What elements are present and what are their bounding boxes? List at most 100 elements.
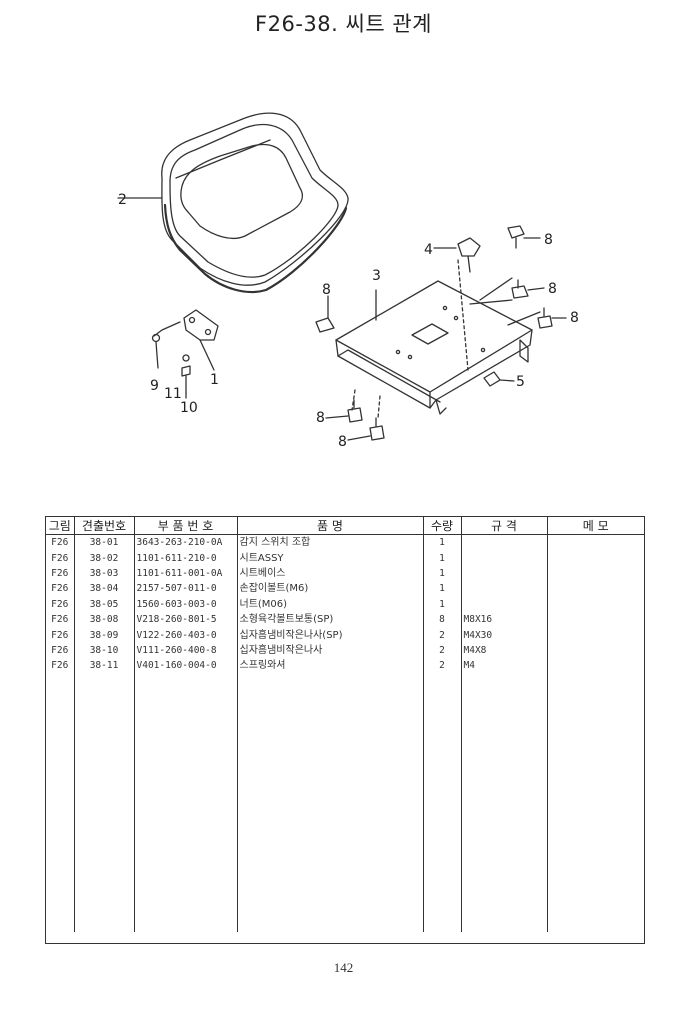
cell-ref-no: 38-05 bbox=[74, 596, 135, 612]
callout-labels: 2 3 4 5 8 8 8 8 8 8 1 9 11 10 bbox=[118, 192, 579, 450]
cell-figure: F26 bbox=[46, 550, 75, 566]
cell-quantity: 1 bbox=[423, 565, 462, 582]
cell-spec bbox=[461, 565, 548, 582]
cell-ref-no: 38-09 bbox=[74, 627, 135, 643]
header-part-name: 품 명 bbox=[237, 517, 424, 535]
cell-part-no: V401-160-004-0 bbox=[134, 658, 238, 674]
table-row: F26 38-05 1560-603-003-0 너트(M06) 1 bbox=[46, 596, 644, 612]
table-row: F26 38-11 V401-160-004-0 스프링와셔 2 M4 bbox=[46, 658, 644, 674]
callout-2: 2 bbox=[118, 192, 127, 208]
table-row: F26 38-01 3643-263-210-0A 감지 스위치 조합 1 bbox=[46, 534, 644, 551]
callout-8d: 8 bbox=[322, 282, 331, 298]
cell-part-no: V218-260-801-5 bbox=[134, 611, 238, 628]
cell-quantity: 1 bbox=[423, 596, 462, 612]
cell-spec: M8X16 bbox=[461, 611, 548, 628]
nut-drawing bbox=[483, 371, 515, 387]
callout-8f: 8 bbox=[338, 434, 347, 450]
cell-figure: F26 bbox=[46, 611, 75, 628]
cell-part-name: 십자흠냄비작은나사 bbox=[237, 642, 424, 659]
table-row: F26 38-03 1101-611-001-0A 시트베이스 1 bbox=[46, 565, 644, 582]
cell-figure: F26 bbox=[46, 565, 75, 582]
cell-figure: F26 bbox=[46, 658, 75, 674]
page-title: F26-38. 씨트 관계 bbox=[255, 12, 432, 36]
callout-8e: 8 bbox=[316, 410, 325, 426]
cell-spec: M4 bbox=[461, 658, 548, 674]
knob-bolt-drawing bbox=[433, 237, 481, 273]
cell-part-name: 시트ASSY bbox=[237, 550, 424, 566]
table-row: F26 38-10 V111-260-400-8 십자흠냄비작은나사 2 M4X… bbox=[46, 642, 644, 659]
header-memo: 메 모 bbox=[547, 517, 644, 535]
cell-part-name: 시트베이스 bbox=[237, 565, 424, 582]
cell-memo bbox=[547, 643, 644, 658]
cell-memo bbox=[547, 566, 644, 581]
cell-memo bbox=[547, 597, 644, 612]
cell-part-no: 1101-611-210-0 bbox=[134, 550, 238, 566]
cell-quantity: 2 bbox=[423, 658, 462, 674]
header-ref-no: 견출번호 bbox=[74, 517, 135, 535]
cell-quantity: 8 bbox=[423, 611, 462, 628]
cell-quantity: 1 bbox=[423, 534, 462, 551]
header-quantity: 수량 bbox=[423, 517, 462, 535]
table-row: F26 38-02 1101-611-210-0 시트ASSY 1 bbox=[46, 550, 644, 566]
cell-ref-no: 38-02 bbox=[74, 550, 135, 566]
exploded-parts-diagram: 2 3 4 5 8 8 8 8 8 8 1 9 11 10 bbox=[117, 112, 579, 450]
cell-quantity: 2 bbox=[423, 627, 462, 643]
cell-quantity: 1 bbox=[423, 581, 462, 597]
table-row: F26 38-04 2157-507-011-0 손잡이볼트(M6) 1 bbox=[46, 581, 644, 597]
table-body: F26 38-01 3643-263-210-0A 감지 스위치 조합 1 F2… bbox=[46, 534, 644, 932]
cell-figure: F26 bbox=[46, 642, 75, 659]
cell-part-name: 스프링와셔 bbox=[237, 658, 424, 674]
header-figure: 그림 bbox=[46, 517, 75, 535]
cell-spec bbox=[461, 550, 548, 566]
callout-8c: 8 bbox=[570, 310, 579, 326]
cell-ref-no: 38-03 bbox=[74, 565, 135, 582]
cell-ref-no: 38-01 bbox=[74, 534, 135, 551]
cell-part-no: V122-260-403-0 bbox=[134, 627, 238, 643]
callout-8a: 8 bbox=[544, 232, 553, 248]
parts-list-table: 그림 견출번호 부 품 번 호 품 명 수량 규 격 메 모 F26 38-01… bbox=[45, 516, 645, 944]
cell-spec bbox=[461, 534, 548, 551]
cell-figure: F26 bbox=[46, 534, 75, 551]
cell-memo bbox=[547, 627, 644, 642]
cell-part-no: 3643-263-210-0A bbox=[134, 534, 238, 551]
header-spec: 규 격 bbox=[461, 517, 548, 535]
cell-ref-no: 38-04 bbox=[74, 581, 135, 597]
cell-spec: M4X30 bbox=[461, 627, 548, 643]
cell-ref-no: 38-11 bbox=[74, 658, 135, 674]
cell-quantity: 2 bbox=[423, 642, 462, 659]
cell-memo bbox=[547, 550, 644, 565]
callout-1: 1 bbox=[210, 372, 219, 388]
cell-spec: M4X8 bbox=[461, 642, 548, 659]
cell-figure: F26 bbox=[46, 581, 75, 597]
seat-base-drawing bbox=[335, 259, 541, 419]
cell-part-name: 소형육각볼트보통(SP) bbox=[237, 611, 424, 628]
callout-11: 11 bbox=[164, 386, 182, 402]
callout-3: 3 bbox=[372, 268, 381, 284]
cell-part-name: 십자흠냄비작은나사(SP) bbox=[237, 627, 424, 643]
cell-ref-no: 38-08 bbox=[74, 611, 135, 628]
cell-figure: F26 bbox=[46, 596, 75, 612]
cell-figure: F26 bbox=[46, 627, 75, 643]
cell-part-name: 손잡이볼트(M6) bbox=[237, 581, 424, 597]
switch-assembly-drawing bbox=[151, 309, 219, 399]
cell-part-no: 1560-603-003-0 bbox=[134, 596, 238, 612]
cell-ref-no: 38-10 bbox=[74, 642, 135, 659]
cell-quantity: 1 bbox=[423, 550, 462, 566]
cell-memo bbox=[547, 612, 644, 627]
cell-part-no: 2157-507-011-0 bbox=[134, 581, 238, 597]
table-empty-space bbox=[46, 673, 644, 932]
callout-10: 10 bbox=[180, 400, 198, 416]
hex-bolts-drawing bbox=[315, 225, 567, 441]
callout-8b: 8 bbox=[548, 281, 557, 297]
cell-spec bbox=[461, 581, 548, 597]
table-row: F26 38-09 V122-260-403-0 십자흠냄비작은나사(SP) 2… bbox=[46, 627, 644, 643]
header-part-no: 부 품 번 호 bbox=[134, 517, 238, 535]
cell-memo bbox=[547, 535, 644, 551]
seat-drawing bbox=[117, 112, 349, 294]
cell-part-no: V111-260-400-8 bbox=[134, 642, 238, 659]
cell-part-name: 너트(M06) bbox=[237, 596, 424, 612]
cell-memo bbox=[547, 658, 644, 673]
page-number: 142 bbox=[333, 960, 354, 975]
callout-9: 9 bbox=[150, 378, 159, 394]
cell-part-no: 1101-611-001-0A bbox=[134, 565, 238, 582]
